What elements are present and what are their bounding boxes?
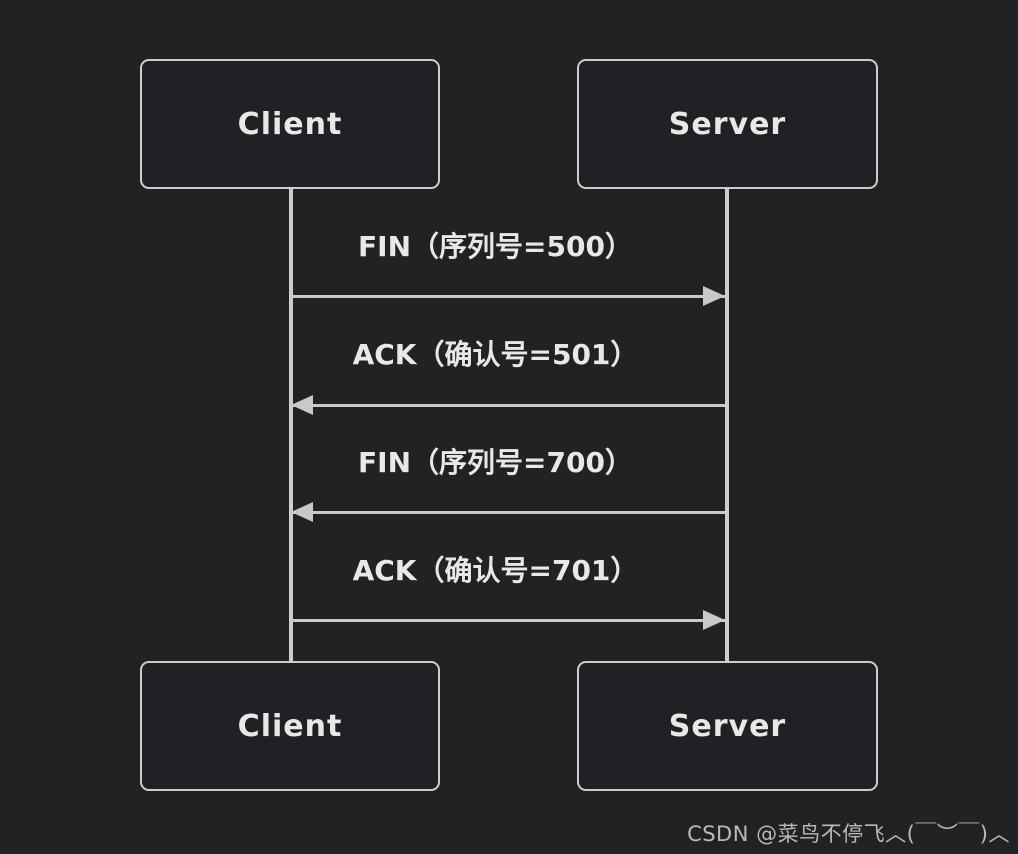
message-label-ack-501: ACK（确认号=501）	[352, 338, 639, 371]
actor-label-client-bottom: Client	[237, 708, 343, 744]
message-label-fin-700: FIN（序列号=700）	[358, 446, 633, 479]
actor-label-client-top: Client	[237, 106, 343, 142]
message-label-ack-701: ACK（确认号=701）	[352, 554, 639, 587]
actor-box-server-bottom: Server	[577, 661, 878, 791]
csdn-watermark: CSDN @菜鸟不停飞︿(￣︶￣)︿	[687, 822, 1010, 846]
message-arrow-ack-501	[291, 395, 725, 415]
actor-box-client-top: Client	[140, 59, 440, 189]
lifeline-client	[289, 189, 293, 662]
actor-label-server-top: Server	[668, 106, 787, 142]
message-arrow-ack-701	[291, 610, 725, 630]
message-label-fin-500: FIN（序列号=500）	[358, 230, 633, 263]
actor-box-client-bottom: Client	[140, 661, 440, 791]
arrowhead-left-icon	[291, 502, 313, 522]
arrowhead-left-icon	[291, 395, 313, 415]
actor-label-server-bottom: Server	[668, 708, 787, 744]
actor-box-server-top: Server	[577, 59, 878, 189]
message-arrow-fin-500	[291, 286, 725, 306]
message-arrow-fin-700	[291, 502, 725, 522]
lifeline-server	[725, 189, 729, 662]
arrowhead-right-icon	[703, 610, 725, 630]
arrowhead-right-icon	[703, 286, 725, 306]
